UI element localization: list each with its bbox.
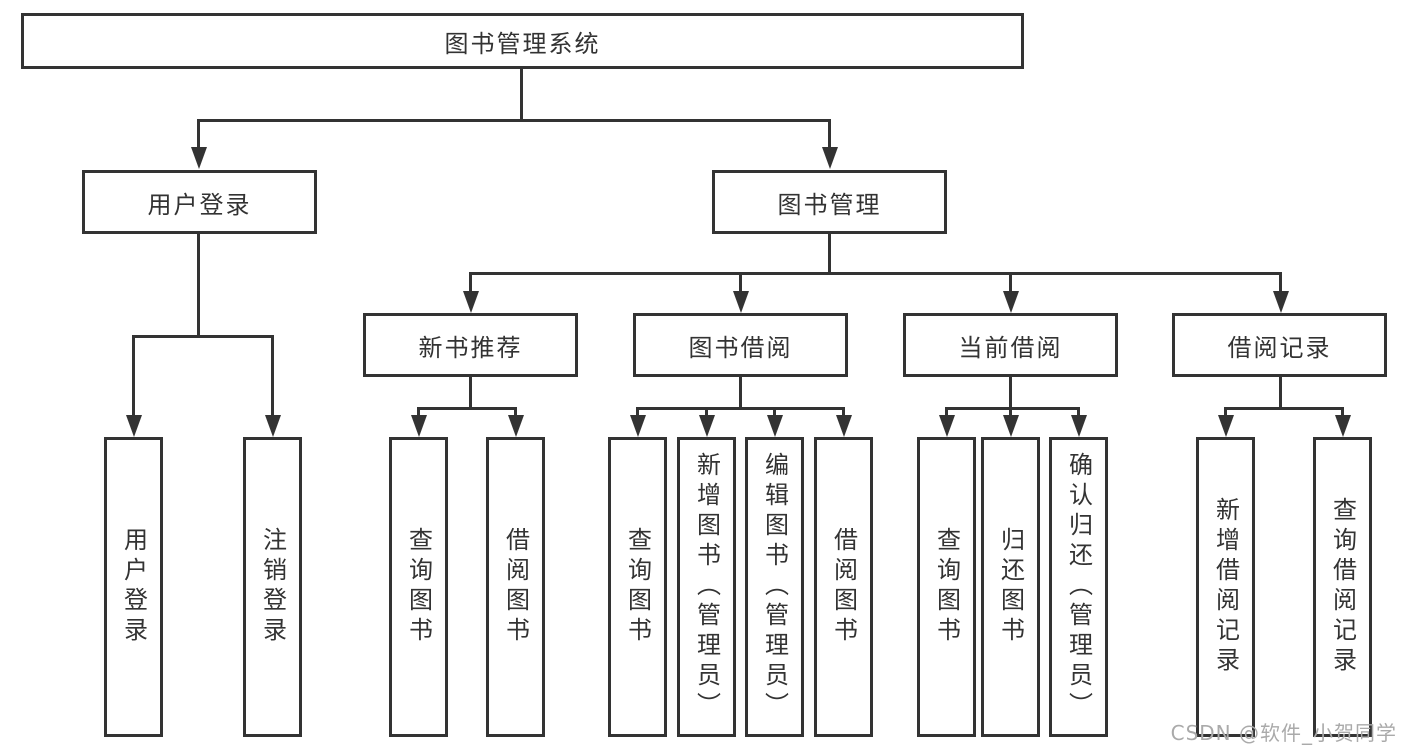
arrowhead-down <box>699 415 715 437</box>
node-book-borrowing: 图书借阅 <box>633 313 848 377</box>
connector-stem <box>739 272 742 293</box>
connector-stem <box>1341 407 1344 417</box>
connector-trunk <box>739 377 742 409</box>
connector-stem <box>197 119 200 149</box>
leaf-confirm-return-admin: 确认归还（管理员） <box>1049 437 1108 737</box>
leaf-return-books: 归还图书 <box>981 437 1040 737</box>
arrowhead-down <box>836 415 852 437</box>
arrowhead-down <box>1071 415 1087 437</box>
leaf-query-books-borrowing: 查询图书 <box>608 437 667 737</box>
node-borrowing-records: 借阅记录 <box>1172 313 1387 377</box>
connector-stem <box>1279 272 1282 293</box>
node-root: 图书管理系统 <box>21 13 1024 69</box>
leaf-borrow-books-recommend: 借阅图书 <box>486 437 545 737</box>
node-borrowing-records-label: 借阅记录 <box>1227 333 1332 362</box>
connector-branch <box>636 407 845 410</box>
connector-trunk <box>828 234 831 272</box>
leaf-query-books-recommend-label: 查询图书 <box>404 527 433 647</box>
connector-stem <box>773 407 776 417</box>
connector-branch <box>945 407 1080 410</box>
leaf-add-borrow-record-label: 新增借阅记录 <box>1211 497 1240 677</box>
connector-trunk <box>197 234 200 335</box>
connector-stem <box>705 407 708 417</box>
connector-branch <box>132 335 274 338</box>
arrowhead-down <box>265 415 281 437</box>
csdn-watermark: CSDN @软件_小贺同学 <box>1170 721 1397 745</box>
leaf-query-books-recommend: 查询图书 <box>389 437 448 737</box>
leaf-user-login: 用户登录 <box>104 437 163 737</box>
node-book-management-label: 图书管理 <box>777 190 882 219</box>
connector-stem <box>636 407 639 417</box>
leaf-confirm-return-admin-label: 确认归还（管理员） <box>1064 452 1093 722</box>
leaf-user-login-label: 用户登录 <box>119 527 148 647</box>
leaf-borrow-books-borrowing: 借阅图书 <box>814 437 873 737</box>
connector-stem <box>417 407 420 417</box>
leaf-edit-book-admin: 编辑图书（管理员） <box>745 437 804 737</box>
arrowhead-down <box>1273 291 1289 313</box>
arrowhead-down <box>1003 291 1019 313</box>
connector-stem <box>469 272 472 293</box>
node-root-label: 图书管理系统 <box>444 29 601 58</box>
arrowhead-down <box>191 147 207 169</box>
leaf-return-books-label: 归还图书 <box>996 527 1025 647</box>
leaf-logout-label: 注销登录 <box>258 527 287 647</box>
leaf-query-borrow-record: 查询借阅记录 <box>1313 437 1372 737</box>
node-book-borrowing-label: 图书借阅 <box>688 333 793 362</box>
arrowhead-down <box>126 415 142 437</box>
connector-root-branch <box>197 119 831 122</box>
connector-stem <box>945 407 948 417</box>
connector-stem <box>1077 407 1080 417</box>
leaf-borrow-books-recommend-label: 借阅图书 <box>501 527 530 647</box>
arrowhead-down <box>1335 415 1351 437</box>
node-current-borrowing-label: 当前借阅 <box>958 333 1063 362</box>
connector-branch <box>417 407 517 410</box>
connector-trunk <box>1009 377 1012 409</box>
arrowhead-down <box>767 415 783 437</box>
leaf-logout: 注销登录 <box>243 437 302 737</box>
leaf-add-borrow-record: 新增借阅记录 <box>1196 437 1255 737</box>
connector-branch <box>469 272 1282 275</box>
arrowhead-down <box>939 415 955 437</box>
leaf-add-book-admin: 新增图书（管理员） <box>677 437 736 737</box>
arrowhead-down <box>822 147 838 169</box>
arrowhead-down <box>1003 415 1019 437</box>
connector-stem <box>514 407 517 417</box>
arrowhead-down <box>463 291 479 313</box>
leaf-query-borrow-record-label: 查询借阅记录 <box>1328 497 1357 677</box>
leaf-borrow-books-borrowing-label: 借阅图书 <box>829 527 858 647</box>
leaf-query-books-borrowing-label: 查询图书 <box>623 527 652 647</box>
leaf-add-book-admin-label: 新增图书（管理员） <box>692 452 721 722</box>
arrowhead-down <box>630 415 646 437</box>
node-user-login-label: 用户登录 <box>147 190 252 219</box>
node-book-management: 图书管理 <box>712 170 947 234</box>
connector-stem <box>1224 407 1227 417</box>
node-current-borrowing: 当前借阅 <box>903 313 1118 377</box>
connector-branch <box>1224 407 1344 410</box>
leaf-query-books-current: 查询图书 <box>917 437 976 737</box>
connector-stem <box>828 119 831 149</box>
connector-trunk <box>469 377 472 409</box>
connector-root-trunk <box>520 69 523 119</box>
connector-trunk <box>1279 377 1282 409</box>
node-new-book-recommendation: 新书推荐 <box>363 313 578 377</box>
arrowhead-down <box>411 415 427 437</box>
connector-stem <box>842 407 845 417</box>
leaf-edit-book-admin-label: 编辑图书（管理员） <box>760 452 789 722</box>
connector-stem <box>1009 407 1012 417</box>
arrowhead-down <box>508 415 524 437</box>
leaf-query-books-current-label: 查询图书 <box>932 527 961 647</box>
connector-stem <box>132 335 135 417</box>
node-user-login: 用户登录 <box>82 170 317 234</box>
connector-stem <box>1009 272 1012 293</box>
arrowhead-down <box>1218 415 1234 437</box>
arrowhead-down <box>733 291 749 313</box>
connector-stem <box>271 335 274 417</box>
node-new-book-recommendation-label: 新书推荐 <box>418 333 523 362</box>
